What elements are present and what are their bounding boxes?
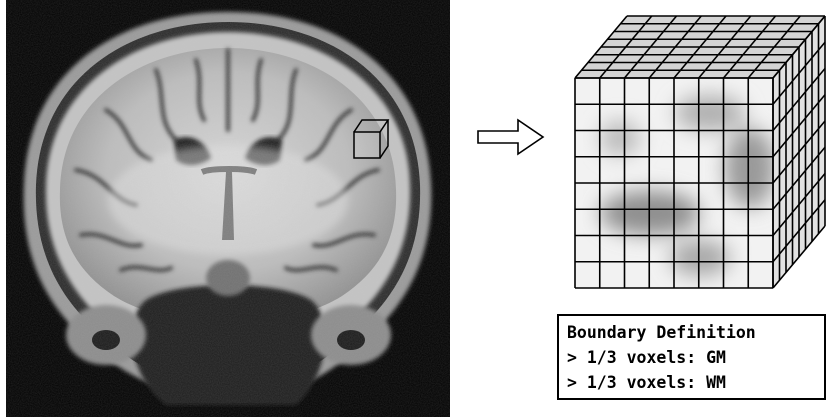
right-hollow-arrow-icon bbox=[476, 117, 546, 157]
voxel-cube bbox=[560, 8, 828, 290]
legend-rule-wm: > 1/3 voxels: WM bbox=[567, 370, 824, 395]
legend-title: Boundary Definition bbox=[567, 320, 824, 345]
mri-brain-slice bbox=[6, 0, 450, 417]
boundary-definition-box: Boundary Definition > 1/3 voxels: GM > 1… bbox=[557, 314, 826, 400]
legend-rule-gm: > 1/3 voxels: GM bbox=[567, 345, 824, 370]
